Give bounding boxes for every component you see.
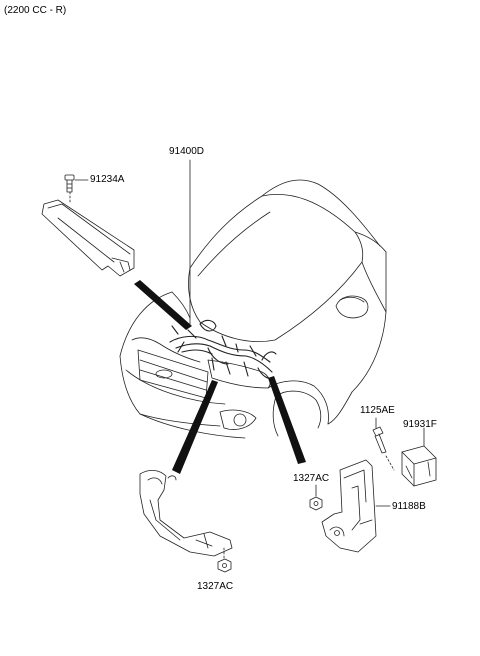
nut-1327ac-mid-icon [309, 496, 323, 511]
nut-1327ac-bottom-icon [217, 558, 232, 573]
part-label-91188b: 91188B [392, 501, 426, 512]
part-label-91234a: 91234A [90, 174, 125, 185]
bolt-91234a-icon [64, 174, 75, 193]
engine-variant-label: (2200 CC - R) [4, 5, 67, 16]
upper-mounting-bracket [41, 199, 135, 277]
relay-box-91931f [401, 445, 437, 487]
harness-pointers [134, 280, 306, 474]
bolt-1125ae-icon [372, 426, 387, 454]
front-wiring-harness [169, 319, 277, 380]
part-label-1327ac-mid: 1327AC [293, 473, 330, 484]
part-label-91931f: 91931F [403, 419, 437, 430]
vehicle-front-body [119, 179, 387, 439]
part-label-1327ac-bottom: 1327AC [197, 581, 234, 592]
part-label-1125ae: 1125AE [360, 405, 395, 416]
mounting-bracket-91188b [321, 459, 377, 553]
lower-mounting-bracket [139, 470, 233, 557]
part-label-91400d: 91400D [169, 146, 205, 157]
